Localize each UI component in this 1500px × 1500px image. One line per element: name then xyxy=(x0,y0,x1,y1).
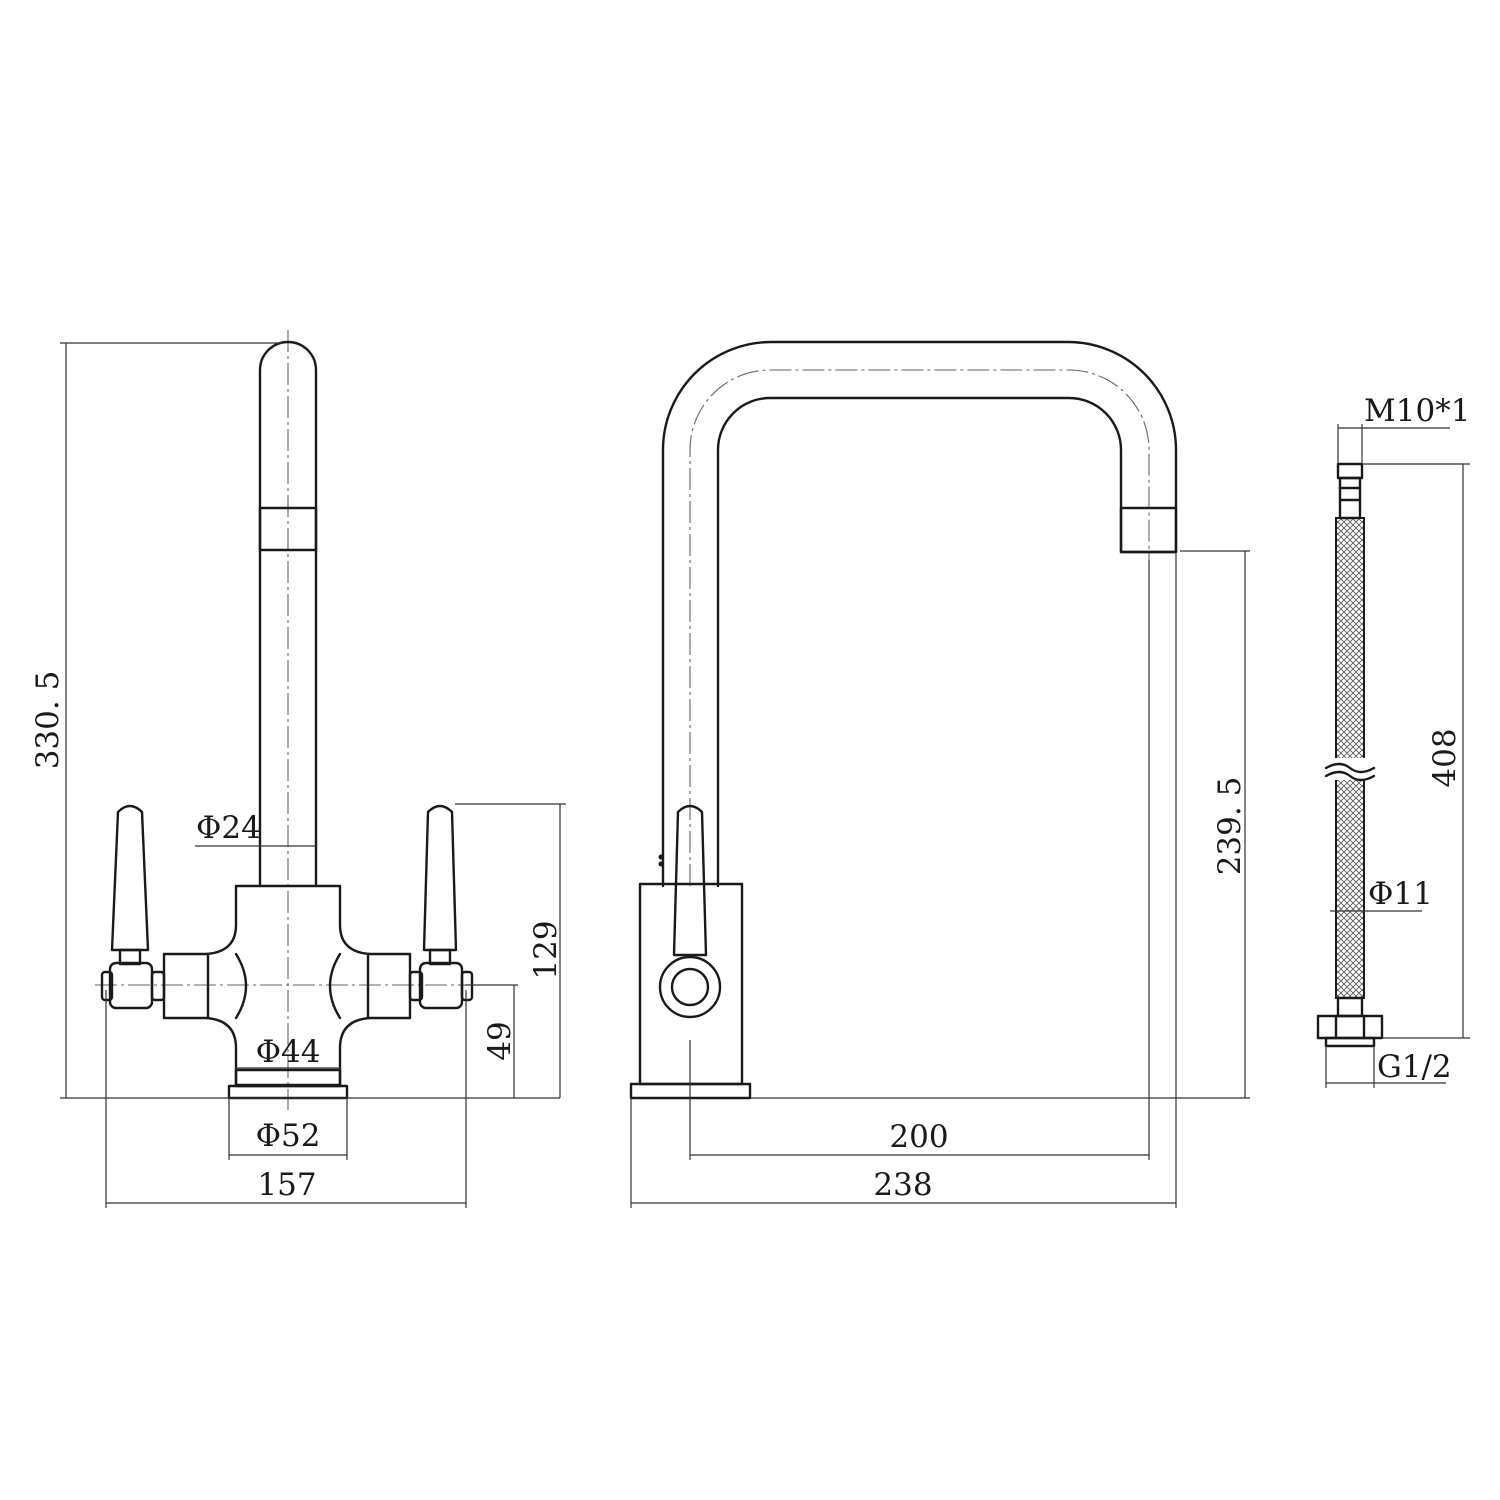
front-left-handle xyxy=(100,804,166,1010)
hose-top-ferrule xyxy=(1338,476,1362,520)
dim-body-diameter: Φ44 xyxy=(236,1034,340,1070)
front-body-right-curve xyxy=(328,952,342,1020)
side-handle-hub-outer xyxy=(658,955,722,1019)
dim-overall-width: 157 xyxy=(105,990,467,1208)
dim-thread-bottom-label: G1/2 xyxy=(1377,1049,1452,1085)
dim-hose-length-label: 408 xyxy=(1427,728,1463,787)
dim-spout-reach-label: 200 xyxy=(889,1119,948,1155)
dim-spout-clearance: 239. 5 xyxy=(750,550,1250,1099)
dim-base-diameter: Φ52 xyxy=(228,1098,348,1160)
dim-hose-diameter-label: Φ11 xyxy=(1368,876,1433,912)
dim-spout-diameter: Φ24 xyxy=(195,810,316,847)
dim-hose-diameter: Φ11 xyxy=(1330,876,1433,912)
dim-handle-axis-height-label: 49 xyxy=(482,1021,518,1060)
hose-bottom-nut xyxy=(1316,1014,1384,1040)
dim-overall-height-label: 330. 5 xyxy=(30,671,66,770)
hose-break-mark xyxy=(1324,762,1376,774)
side-spout-outer xyxy=(661,340,1178,888)
side-handle xyxy=(672,804,708,957)
dim-handle-axis-height: 49 xyxy=(465,984,518,1098)
dim-base-diameter-label: Φ52 xyxy=(256,1118,321,1154)
side-body xyxy=(638,882,744,1086)
dim-spout-clearance-label: 239. 5 xyxy=(1212,777,1248,876)
front-spout xyxy=(258,340,318,888)
dim-spout-reach: 200 xyxy=(689,560,1150,1160)
dim-handle-height: 129 xyxy=(455,803,566,1098)
front-view: 330. 5 Φ24 129 49 Φ44 Φ52 xyxy=(30,330,566,1208)
front-body-left-curve xyxy=(234,952,248,1020)
dim-thread-bottom: G1/2 xyxy=(1325,1046,1452,1088)
dim-body-diameter-label: Φ44 xyxy=(256,1034,321,1070)
front-spout-ring xyxy=(258,506,318,552)
hose-top-nipple xyxy=(1336,462,1364,480)
hose-bottom-ferrule xyxy=(1336,996,1364,1018)
hose-view: M10*1 408 Φ11 G1/2 xyxy=(1316,393,1470,1088)
dim-handle-height-label: 129 xyxy=(528,920,564,979)
side-view: 239. 5 200 238 xyxy=(629,340,1250,1208)
dim-overall-depth-label: 238 xyxy=(873,1167,932,1203)
side-handle-hub-inner xyxy=(670,967,710,1007)
side-spout-inner xyxy=(716,396,1123,888)
dim-overall-width-label: 157 xyxy=(257,1167,316,1203)
front-right-handle xyxy=(408,804,474,1010)
dim-thread-top: M10*1 xyxy=(1337,393,1470,464)
dim-overall-height: 330. 5 xyxy=(30,342,560,1099)
dim-hose-length: 408 xyxy=(1362,463,1470,1039)
dim-spout-diameter-label: Φ24 xyxy=(196,810,261,846)
dim-overall-depth: 238 xyxy=(630,552,1177,1208)
side-spout-centerline xyxy=(689,369,1150,886)
dim-thread-top-label: M10*1 xyxy=(1364,393,1470,429)
